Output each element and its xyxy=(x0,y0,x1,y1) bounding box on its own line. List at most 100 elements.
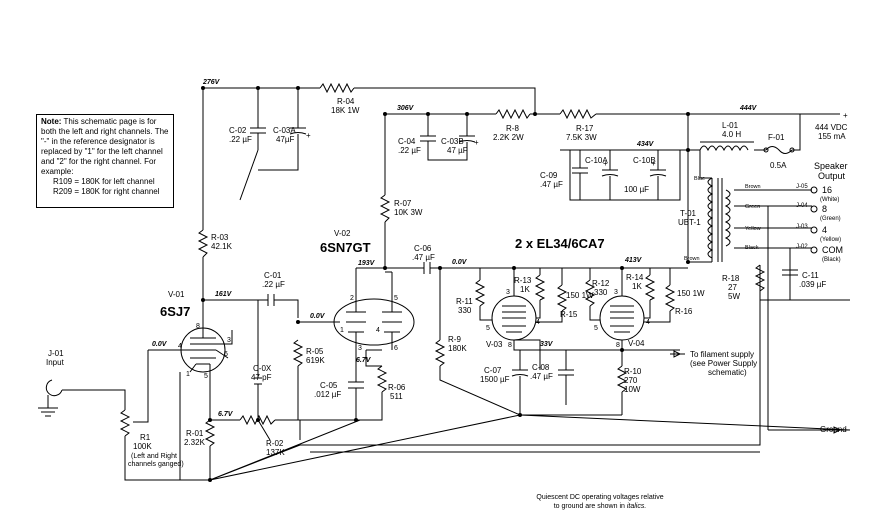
r18-val: 27 xyxy=(728,283,737,292)
c08-ref: C-08 xyxy=(532,363,550,372)
r18-ref: R-18 xyxy=(722,274,740,283)
r05-ref: R-05 xyxy=(306,347,324,356)
r17-ref: R-17 xyxy=(576,124,594,133)
input-ref: J-01 xyxy=(48,349,64,358)
c09-ref: C-09 xyxy=(540,171,558,180)
r07-symbol xyxy=(379,194,391,223)
voltage-v02-cathode: 6.7V xyxy=(356,357,372,364)
r02-val: 137K xyxy=(266,448,285,457)
r15-val: 150 1W xyxy=(566,291,594,300)
r11-val: 330 xyxy=(458,306,472,315)
r16-ref: R-16 xyxy=(675,307,693,316)
v04-pin-4: 4 xyxy=(646,319,650,326)
r14-ref: R-14 xyxy=(626,273,644,282)
v04-pin-8: 8 xyxy=(616,342,620,349)
r16-symbol xyxy=(664,284,676,312)
r1-note2: channels ganged) xyxy=(128,461,184,468)
tap-com-color: (Black) xyxy=(822,257,841,263)
j05-ref: J-05 xyxy=(796,184,808,190)
c04-val: .22 µF xyxy=(398,146,421,155)
voltage-v01-cathode: 6.7V xyxy=(218,411,234,418)
r10-symbol xyxy=(616,365,628,393)
voltage-input-grid: 0.0V xyxy=(152,341,168,348)
r12-symbol xyxy=(584,279,596,307)
r08-symbol xyxy=(495,108,531,120)
ground-symbol xyxy=(38,395,58,417)
svg-text:+: + xyxy=(306,131,311,140)
v01-tube xyxy=(175,320,233,378)
tap-4: 4 xyxy=(822,225,827,235)
v02-pin-6: 6 xyxy=(394,345,398,352)
svg-text:+: + xyxy=(603,159,608,168)
note-example-1: R109 = 180K for left channel xyxy=(53,177,155,186)
r13-ref: R-13 xyxy=(514,276,532,285)
v02-type: 6SN7GT xyxy=(320,240,371,255)
r18-val2: 5W xyxy=(728,292,740,301)
v01-pin-6: 6 xyxy=(224,351,228,358)
svg-text:+: + xyxy=(474,138,479,147)
c11-val: .039 µF xyxy=(799,280,826,289)
speaker-title-2: Output xyxy=(818,171,846,181)
voltage-output-grid: 0.0V xyxy=(452,259,468,266)
c0x-ref: C-0X xyxy=(253,364,272,373)
v02-pin-3: 3 xyxy=(358,345,362,352)
v03-pin-8: 8 xyxy=(508,342,512,349)
v02-ref: V-02 xyxy=(334,229,351,238)
tap-4-color: (Yellow) xyxy=(820,237,841,243)
tap-8-color: (Green) xyxy=(820,216,841,222)
v02-pin-2: 2 xyxy=(350,295,354,302)
filament-line2: (see Power Supply xyxy=(690,359,757,368)
voltage-413: 413V xyxy=(624,257,643,264)
r04-val: 18K 1W xyxy=(331,106,360,115)
v04-pin-5: 5 xyxy=(594,325,598,332)
r14-val: 1K xyxy=(632,282,642,291)
c02-val: .22 µF xyxy=(229,135,252,144)
c04-ref: C-04 xyxy=(398,137,416,146)
power-caps xyxy=(239,127,667,201)
r1-note1: (Left and Right xyxy=(131,453,177,460)
voltage-444: 444V xyxy=(739,105,758,112)
r17-val: 7.5K 3W xyxy=(566,133,597,142)
r13-symbol xyxy=(534,274,546,301)
r05-val: 619K xyxy=(306,356,325,365)
footnote-line2-text: to ground are shown in xyxy=(553,503,625,510)
r1-ref: R1 xyxy=(140,433,151,442)
c07-val: 1500 µF xyxy=(480,375,510,384)
r10-val2: 10W xyxy=(624,385,641,394)
footnote: Quiescent DC operating voltages relative… xyxy=(500,493,700,511)
r07-val: 10K 3W xyxy=(394,208,423,217)
note-box: Note: This schematic page is for both th… xyxy=(36,114,174,208)
wire-green: Green xyxy=(745,204,760,210)
f01-fuse xyxy=(765,146,793,154)
note-text: This schematic page is for both the left… xyxy=(41,117,169,176)
wire-brown-primary: Brown xyxy=(684,256,700,262)
note-heading: Note: xyxy=(41,117,62,126)
input-label: Input xyxy=(46,358,65,367)
f01-val: 0.5A xyxy=(770,161,787,170)
r04-symbol xyxy=(319,82,355,94)
l01-ref: L-01 xyxy=(722,121,739,130)
r12-ref: R-12 xyxy=(592,279,610,288)
c05-val: .012 µF xyxy=(314,390,341,399)
c07-ref: C-07 xyxy=(484,366,502,375)
v03-pin-3: 3 xyxy=(506,289,510,296)
r9-val: 180K xyxy=(448,344,467,353)
c10a-ref: C-10A xyxy=(585,156,608,165)
j03-ref: J-03 xyxy=(796,224,808,230)
voltage-193: 193V xyxy=(358,260,376,267)
tap-8: 8 xyxy=(822,204,827,214)
r06-symbol xyxy=(376,365,388,393)
r03-symbol xyxy=(197,229,209,258)
filament-line3: schematic) xyxy=(708,368,747,377)
v01-ref: V-01 xyxy=(168,290,185,299)
c03b-val: 47 µF xyxy=(447,146,468,155)
voltage-output-cathode: 33V xyxy=(540,341,554,348)
v02-tube xyxy=(298,268,415,351)
c06-ref: C-06 xyxy=(414,244,432,253)
c10b-ref: C-10B xyxy=(633,156,656,165)
r12-val: 330 xyxy=(594,288,608,297)
t01-transformer xyxy=(688,150,731,263)
c08-val: .47 µF xyxy=(530,372,553,381)
v02-pin-4: 4 xyxy=(376,327,380,334)
v04-tube xyxy=(599,295,645,341)
